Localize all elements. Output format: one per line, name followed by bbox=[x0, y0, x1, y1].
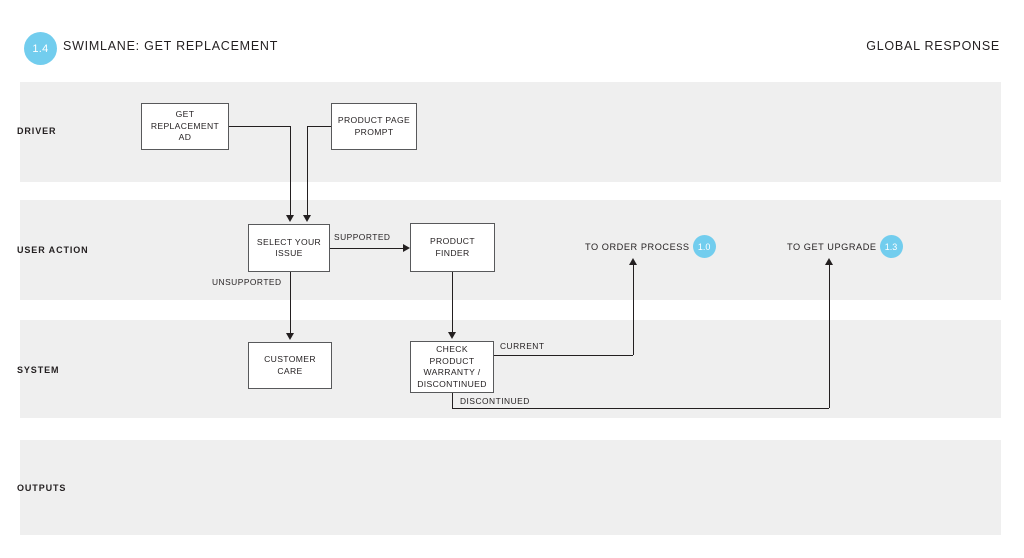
node-check-product-warranty[interactable]: CHECK PRODUCT WARRANTY / DISCONTINUED bbox=[410, 341, 494, 393]
connector-unsupported-line bbox=[290, 272, 291, 334]
lane-label-driver: DRIVER bbox=[17, 126, 57, 136]
edge-label-supported: SUPPORTED bbox=[334, 232, 391, 242]
connector-discontinued-horizontal bbox=[452, 408, 829, 409]
exit-ref-to-get-upgrade-badge: 1.3 bbox=[879, 235, 903, 258]
exit-ref-to-get-upgrade[interactable]: TO GET UPGRADE 1.3 bbox=[787, 235, 903, 258]
connector-ad-to-issue-vertical bbox=[290, 126, 291, 216]
connector-discontinued-arrowhead bbox=[825, 258, 833, 265]
connector-unsupported-arrowhead bbox=[286, 333, 294, 340]
connector-supported-line bbox=[330, 248, 403, 249]
exit-ref-to-order-process-label: TO ORDER PROCESS bbox=[585, 241, 690, 252]
connector-discontinued-vertical bbox=[829, 260, 830, 408]
diagram-number-badge: 1.4 bbox=[24, 32, 57, 65]
connector-prompt-to-issue-vertical bbox=[307, 126, 308, 216]
node-get-replacement-ad[interactable]: GET REPLACEMENT AD bbox=[141, 103, 229, 150]
node-select-your-issue[interactable]: SELECT YOUR ISSUE bbox=[248, 224, 330, 272]
page-title: SWIMLANE: GET REPLACEMENT bbox=[63, 39, 279, 53]
connector-current-vertical bbox=[633, 260, 634, 355]
lane-label-outputs: OUTPUTS bbox=[17, 483, 67, 493]
connector-ad-to-issue-horizontal bbox=[229, 126, 290, 127]
node-product-page-prompt[interactable]: PRODUCT PAGE PROMPT bbox=[331, 103, 417, 150]
node-customer-care[interactable]: CUSTOMER CARE bbox=[248, 342, 332, 389]
edge-label-current: CURRENT bbox=[500, 341, 545, 351]
connector-discontinued-stub bbox=[452, 393, 453, 408]
node-product-finder[interactable]: PRODUCT FINDER bbox=[410, 223, 495, 272]
lane-label-system: SYSTEM bbox=[17, 365, 60, 375]
lane-label-user-action: USER ACTION bbox=[17, 245, 89, 255]
lane-system bbox=[20, 320, 1001, 418]
exit-ref-to-get-upgrade-label: TO GET UPGRADE bbox=[787, 241, 877, 252]
connector-current-arrowhead bbox=[629, 258, 637, 265]
connector-prompt-to-issue-arrowhead bbox=[303, 215, 311, 222]
connector-finder-to-check-line bbox=[452, 272, 453, 333]
connector-finder-to-check-arrowhead bbox=[448, 332, 456, 339]
lane-outputs bbox=[20, 440, 1001, 535]
exit-ref-to-order-process-badge: 1.0 bbox=[692, 235, 716, 258]
lane-user-action bbox=[20, 200, 1001, 300]
connector-current-horizontal bbox=[494, 355, 633, 356]
connector-prompt-to-issue-horizontal bbox=[307, 126, 331, 127]
connector-ad-to-issue-arrowhead bbox=[286, 215, 294, 222]
connector-supported-arrowhead bbox=[403, 244, 410, 252]
edge-label-unsupported: UNSUPPORTED bbox=[212, 277, 282, 287]
edge-label-discontinued: DISCONTINUED bbox=[460, 396, 530, 406]
exit-ref-to-order-process[interactable]: TO ORDER PROCESS 1.0 bbox=[585, 235, 716, 258]
header-right-label: GLOBAL RESPONSE bbox=[866, 39, 1000, 53]
